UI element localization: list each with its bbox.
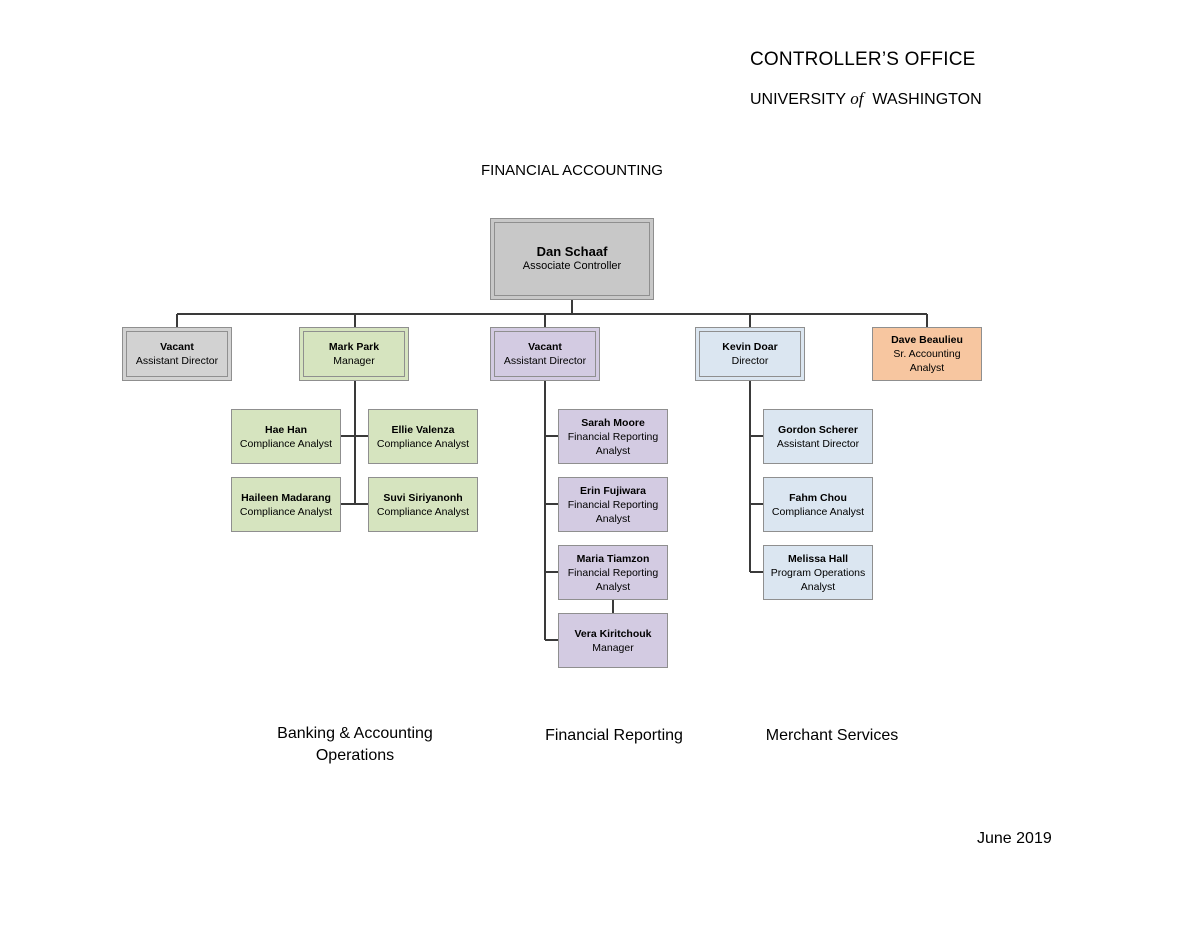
gordon-scherer-box: Gordon Scherer Assistant Director xyxy=(763,409,873,464)
person-title: Director xyxy=(731,355,769,367)
person-name: Kevin Doar xyxy=(722,341,778,353)
person-name: Dan Schaaf xyxy=(536,244,608,259)
date-label: June 2019 xyxy=(977,830,1052,847)
person-name: Melissa Hall xyxy=(787,552,849,565)
mark-park-box: Mark Park Manager xyxy=(299,327,409,381)
person-title: Sr. Accounting Analyst xyxy=(893,348,961,374)
suvi-siriyanonh-box: Suvi Siriyanonh Compliance Analyst xyxy=(368,477,478,532)
fahm-chou-box: Fahm Chou Compliance Analyst xyxy=(763,477,873,532)
person-name: Vacant xyxy=(160,341,194,353)
person-title: Compliance Analyst xyxy=(771,505,865,518)
person-name: Mark Park xyxy=(328,341,380,353)
maria-tiamzon-box: Maria Tiamzon Financial Reporting Analys… xyxy=(558,545,668,600)
dept-reporting-label: Financial Reporting xyxy=(545,727,683,744)
person-name: Suvi Siriyanonh xyxy=(383,491,463,504)
person-title: Compliance Analyst xyxy=(376,437,470,450)
person-name: Fahm Chou xyxy=(789,491,847,504)
person-name: Vera Kiritchouk xyxy=(574,627,652,640)
person-title: Compliance Analyst xyxy=(376,505,470,518)
associate-controller-box: Dan Schaaf Associate Controller xyxy=(490,218,654,300)
person-title: Manager xyxy=(333,355,375,367)
person-title: Financial Reporting Analyst xyxy=(567,566,659,593)
person-name: Vacant xyxy=(528,341,562,353)
person-title: Assistant Director xyxy=(135,355,219,367)
university-post: WASHINGTON xyxy=(872,91,982,108)
dept-merchant-label: Merchant Services xyxy=(765,727,899,744)
haileen-madarang-box: Haileen Madarang Compliance Analyst xyxy=(231,477,341,532)
person-title: Assistant Director xyxy=(503,355,587,367)
person-title: Financial Reporting Analyst xyxy=(567,498,659,525)
person-title: Assistant Director xyxy=(776,437,860,450)
ellie-valenza-box: Ellie Valenza Compliance Analyst xyxy=(368,409,478,464)
vera-kiritchouk-box: Vera Kiritchouk Manager xyxy=(558,613,668,668)
person-name: Erin Fujiwara xyxy=(580,484,646,497)
person-name: Haileen Madarang xyxy=(241,491,331,504)
vacant-assistant-director-box: Vacant Assistant Director xyxy=(122,327,232,381)
sarah-moore-box: Sarah Moore Financial Reporting Analyst xyxy=(558,409,668,464)
dept-banking-line1: Banking & Accounting xyxy=(277,725,433,742)
person-title: Compliance Analyst xyxy=(239,437,333,450)
erin-fujiwara-box: Erin Fujiwara Financial Reporting Analys… xyxy=(558,477,668,532)
person-name: Hae Han xyxy=(264,423,307,436)
section-title: FINANCIAL ACCOUNTING xyxy=(481,162,663,179)
person-name: Gordon Scherer xyxy=(778,423,858,436)
person-name: Ellie Valenza xyxy=(391,423,455,436)
person-title: Financial Reporting Analyst xyxy=(567,430,659,457)
university-pre: UNIVERSITY xyxy=(750,91,846,108)
hae-han-box: Hae Han Compliance Analyst xyxy=(231,409,341,464)
person-title: Program Operations Analyst xyxy=(770,566,866,593)
university-of: of xyxy=(850,89,864,108)
person-title: Associate Controller xyxy=(522,260,622,272)
university-name: UNIVERSITY of WASHINGTON xyxy=(750,89,982,109)
kevin-doar-box: Kevin Doar Director xyxy=(695,327,805,381)
vacant-reporting-director-box: Vacant Assistant Director xyxy=(490,327,600,381)
person-name: Dave Beaulieu xyxy=(891,334,963,346)
person-name: Sarah Moore xyxy=(581,416,645,429)
person-title: Compliance Analyst xyxy=(239,505,333,518)
person-name: Maria Tiamzon xyxy=(576,552,650,565)
dave-beaulieu-box: Dave Beaulieu Sr. Accounting Analyst xyxy=(872,327,982,381)
dept-banking-line2: Operations xyxy=(315,747,395,764)
office-title: CONTROLLER’S OFFICE xyxy=(750,49,976,70)
melissa-hall-box: Melissa Hall Program Operations Analyst xyxy=(763,545,873,600)
dept-banking-label: Banking & Accounting Operations xyxy=(255,723,455,767)
person-title: Manager xyxy=(592,641,634,654)
